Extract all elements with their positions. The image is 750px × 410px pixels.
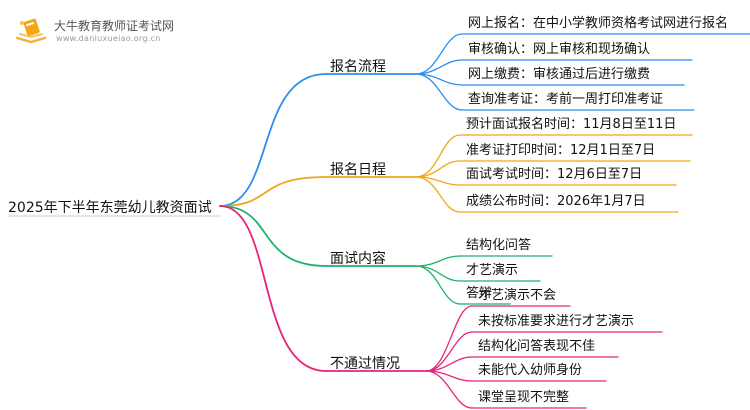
leaf-connector xyxy=(415,255,461,267)
leaf-item: 面试考试时间：12月6日至7日 xyxy=(466,167,643,182)
logo-title: 大牛教育教师证考试网 xyxy=(54,19,175,33)
branch-label: 面试内容 xyxy=(330,251,386,267)
leaf-connector xyxy=(415,176,461,213)
leaf-connector xyxy=(415,59,463,75)
root-topic: 2025年下半年东莞幼儿教资面试 xyxy=(8,200,212,216)
leaf-connector xyxy=(415,33,463,75)
leaf-item: 未按标准要求进行才艺演示 xyxy=(478,314,635,329)
leaf-item: 成绩公布时间：2026年1月7日 xyxy=(466,194,646,209)
leaf-item: 查询准考证：考前一周打印准考证 xyxy=(468,92,664,107)
branch-connector xyxy=(219,73,327,207)
leaf-connector xyxy=(415,134,461,178)
leaf-connector xyxy=(425,305,473,372)
leaf-item: 准考证打印时间：12月1日至7日 xyxy=(466,143,656,158)
leaf-item: 课堂呈现不完整 xyxy=(478,390,570,405)
leaf-item: 结构化问答表现不佳 xyxy=(478,339,596,354)
leaf-item: 才艺演示 xyxy=(466,263,519,278)
branch-label: 报名流程 xyxy=(330,59,386,75)
leaf-connector xyxy=(425,370,473,409)
leaf-connector xyxy=(415,73,463,111)
branch-label: 不通过情况 xyxy=(330,356,400,372)
book-logo-icon xyxy=(15,18,47,44)
branch-connector xyxy=(219,205,327,267)
branch-connector xyxy=(219,205,327,372)
leaf-connector xyxy=(415,265,461,305)
leaf-item: 未能代入幼师身份 xyxy=(478,363,583,378)
leaf-item: 审核确认：网上审核和现场确认 xyxy=(468,42,651,57)
leaf-item: 结构化问答 xyxy=(466,238,532,253)
leaf-item: 预计面试报名时间：11月8日至11日 xyxy=(466,117,677,132)
leaf-connector xyxy=(415,160,461,178)
leaf-connector xyxy=(425,331,473,372)
leaf-connector xyxy=(415,265,461,282)
leaf-item: 才艺演示不会 xyxy=(478,288,557,303)
logo-domain: www.daniuxueiao.org.cn xyxy=(56,34,161,43)
leaf-item: 网上报名：在中小学教师资格考试网进行报名 xyxy=(468,16,729,31)
branch-connector xyxy=(219,176,327,207)
branch-label: 报名日程 xyxy=(330,162,386,178)
site-logo: 大牛教育教师证考试网 www.daniuxueiao.org.cn xyxy=(14,14,234,48)
leaf-item: 网上缴费：审核通过后进行缴费 xyxy=(468,67,651,82)
leaf-item: 答辩 xyxy=(466,286,493,301)
